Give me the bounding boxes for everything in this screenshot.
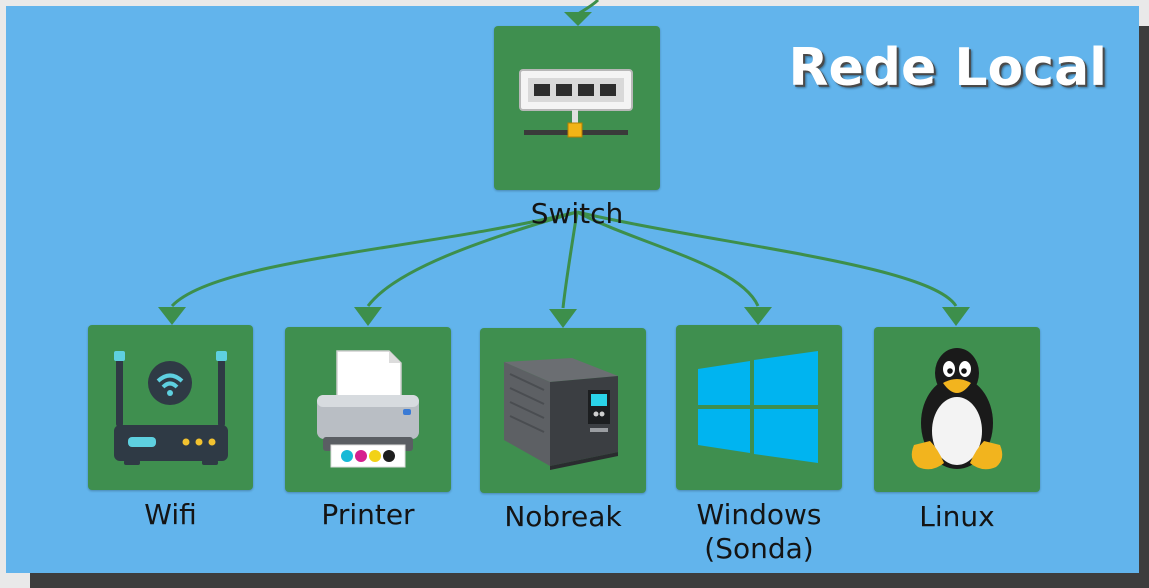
network-switch-icon	[519, 69, 633, 138]
linux-node[interactable]	[874, 327, 1040, 492]
printer-icon	[317, 350, 419, 468]
printer-label: Printer	[321, 498, 415, 531]
edge-switch-printer	[366, 210, 578, 307]
arrow-nobreak	[549, 309, 577, 328]
edge-switch-nobreak	[561, 211, 579, 309]
wifi-label: Wifi	[144, 498, 197, 531]
switch-node[interactable]	[494, 26, 660, 190]
arrow-printer	[354, 307, 382, 326]
edge-incoming	[577, 0, 600, 16]
diagram-title: Rede Local	[788, 38, 1108, 98]
ups-icon	[504, 358, 618, 470]
tux-penguin-icon	[911, 348, 1003, 470]
nobreak-label: Nobreak	[504, 500, 622, 533]
windows-label-line2: (Sonda)	[704, 532, 814, 565]
printer-node[interactable]	[285, 327, 451, 492]
wifi-node[interactable]	[88, 325, 253, 490]
edge-switch-wifi	[170, 210, 578, 308]
switch-label: Switch	[530, 197, 624, 230]
edge-switch-linux	[576, 210, 958, 307]
nobreak-node[interactable]	[480, 328, 646, 493]
arrow-switch	[564, 12, 592, 26]
arrow-wifi	[158, 307, 186, 325]
windows-label-line1: Windows	[696, 498, 822, 531]
linux-label: Linux	[919, 500, 995, 533]
windows-logo-icon	[698, 351, 818, 463]
wifi-router-icon	[114, 351, 228, 465]
arrow-windows	[744, 307, 772, 325]
arrow-linux	[942, 307, 970, 326]
windows-label: Windows (Sonda)	[676, 498, 842, 566]
edge-switch-windows	[576, 210, 760, 307]
windows-node[interactable]	[676, 325, 842, 490]
